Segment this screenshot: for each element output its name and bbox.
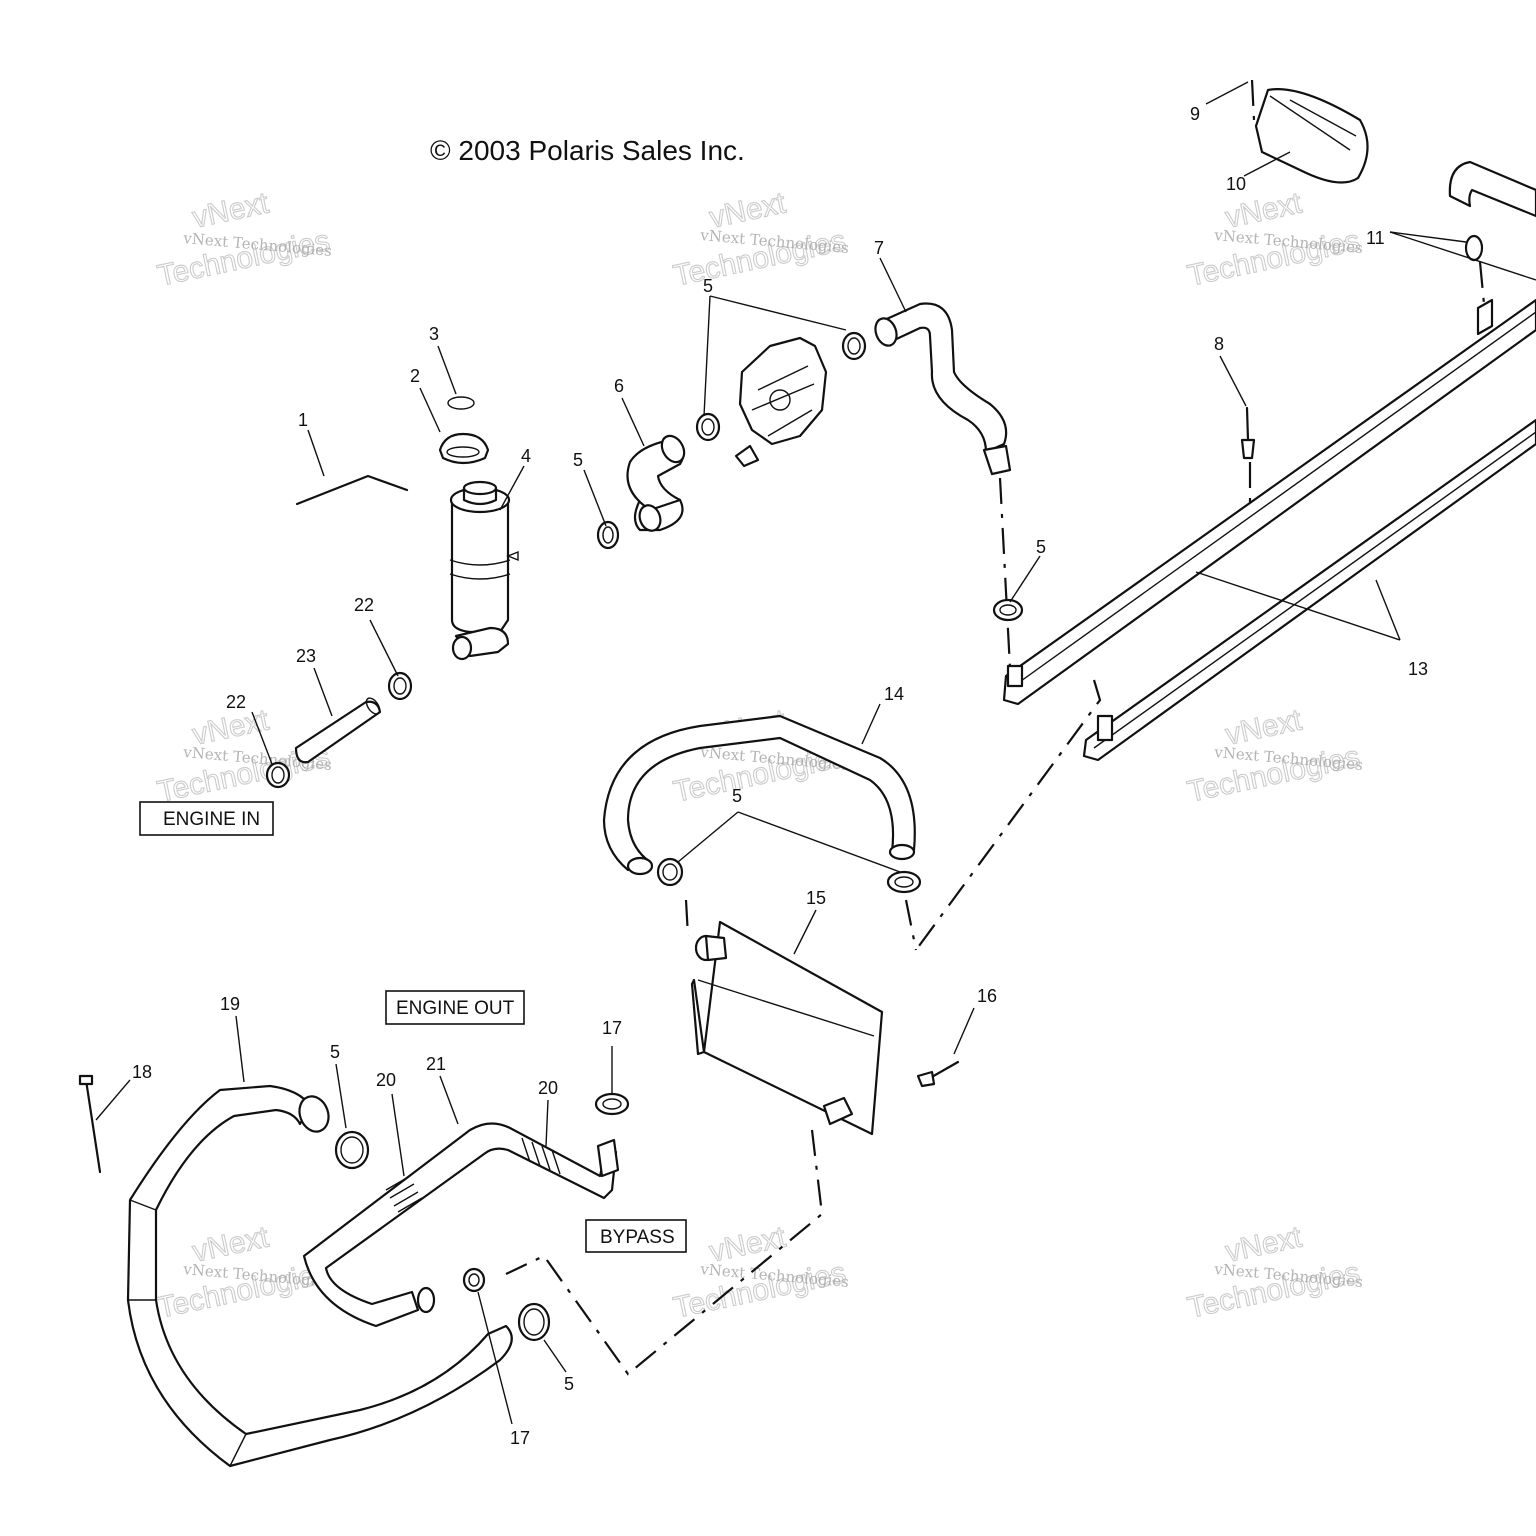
callout-7: 7 bbox=[874, 238, 884, 258]
bypass-box: BYPASS bbox=[585, 1219, 687, 1253]
callout-8: 8 bbox=[1214, 334, 1224, 354]
callout-13: 13 bbox=[1408, 659, 1428, 679]
top-right-hose-part bbox=[1448, 160, 1536, 305]
hose-clamp-part bbox=[695, 412, 721, 442]
hose-clamp-part bbox=[656, 857, 684, 887]
arch-hose-part bbox=[602, 714, 916, 876]
pump-outlet-hose-part bbox=[874, 302, 1012, 476]
callout-14: 14 bbox=[884, 684, 904, 704]
screw-part bbox=[916, 1060, 960, 1088]
flow-path-line bbox=[915, 679, 1102, 951]
hose-clamp-part bbox=[886, 870, 922, 894]
engine-in-box: ENGINE IN bbox=[139, 801, 274, 836]
callout-5: 5 bbox=[564, 1374, 574, 1394]
svg-text:ENGINE IN: ENGINE IN bbox=[163, 809, 260, 830]
callout-21: 21 bbox=[426, 1054, 446, 1074]
heat-exchanger-rail-part bbox=[1082, 418, 1536, 762]
callout-5: 5 bbox=[732, 786, 742, 806]
hose-clamp-part bbox=[334, 1130, 370, 1170]
watermark: vNext vNext Technologies Technologies bbox=[154, 1220, 333, 1325]
watermark: vNext vNext Technologies Technologies bbox=[1184, 1220, 1364, 1325]
callout-1: 1 bbox=[298, 410, 308, 430]
cover-part bbox=[1254, 88, 1369, 184]
o-ring-part bbox=[447, 396, 475, 410]
hose-clamp-part bbox=[265, 761, 291, 789]
flow-path-line bbox=[998, 477, 1012, 669]
callout-6: 6 bbox=[614, 376, 624, 396]
callout-16: 16 bbox=[977, 986, 997, 1006]
pump-housing-part bbox=[734, 336, 828, 468]
bent-rod-part bbox=[295, 474, 409, 506]
callout-15: 15 bbox=[806, 888, 826, 908]
callout-5: 5 bbox=[573, 450, 583, 470]
callout-20: 20 bbox=[376, 1070, 396, 1090]
watermark: vNext vNext Technologies Technologies bbox=[670, 186, 850, 293]
hose-clamp-part bbox=[992, 598, 1024, 622]
straight-hose-part bbox=[294, 697, 382, 764]
callout-5: 5 bbox=[330, 1042, 340, 1062]
hose-clamp-part bbox=[517, 1302, 551, 1342]
heat-exchanger-rail-part bbox=[1002, 298, 1536, 706]
callout-17: 17 bbox=[510, 1428, 530, 1448]
reservoir-cap-part bbox=[438, 432, 490, 465]
callout-3: 3 bbox=[429, 324, 439, 344]
callout-22: 22 bbox=[226, 692, 246, 712]
s-hose-part bbox=[626, 434, 686, 532]
callout-11: 11 bbox=[1366, 228, 1385, 248]
flow-path-line bbox=[684, 899, 690, 937]
svg-text:vNext: vNext bbox=[190, 186, 273, 234]
callout-23: 23 bbox=[296, 646, 316, 666]
bypass-hose-part bbox=[302, 1122, 620, 1328]
copyright-text: © 2003 Polaris Sales Inc. bbox=[430, 135, 745, 166]
watermark: vNext vNext Technologies Technologies bbox=[1184, 186, 1364, 293]
callout-20: 20 bbox=[538, 1078, 558, 1098]
callout-22: 22 bbox=[354, 595, 374, 615]
hose-clamp-part bbox=[462, 1267, 486, 1293]
leader-lines bbox=[95, 81, 1536, 1425]
callout-19: 19 bbox=[220, 994, 240, 1014]
callout-5: 5 bbox=[1036, 537, 1046, 557]
reservoir-bottle-part bbox=[449, 480, 519, 661]
callout-numbers: 1 2 3 4 5 5 5 5 5 5 6 7 8 9 10 11 13 14 … bbox=[132, 104, 1428, 1448]
callout-4: 4 bbox=[521, 446, 531, 466]
engine-out-box: ENGINE OUT bbox=[385, 990, 525, 1025]
svg-text:ENGINE OUT: ENGINE OUT bbox=[396, 998, 515, 1019]
hose-clamp-part bbox=[596, 520, 620, 550]
cooler-plate-part bbox=[690, 920, 884, 1136]
callout-9: 9 bbox=[1190, 104, 1200, 124]
callout-10: 10 bbox=[1226, 174, 1246, 194]
hose-clamp-part bbox=[841, 331, 867, 361]
watermark: vNext vNext Technologies Technologies bbox=[1184, 703, 1364, 809]
bolt-part bbox=[1240, 406, 1256, 520]
callout-5: 5 bbox=[703, 276, 713, 296]
svg-text:BYPASS: BYPASS bbox=[600, 1227, 675, 1248]
callout-2: 2 bbox=[410, 366, 420, 386]
fastener-line bbox=[1250, 79, 1256, 121]
watermark: vNext vNext Technologies Technologies bbox=[670, 1220, 850, 1325]
watermark: vNext vNext Technologies Technologies bbox=[154, 186, 333, 293]
callout-18: 18 bbox=[132, 1062, 152, 1082]
large-loop-hose-part bbox=[126, 1084, 513, 1468]
hose-clamp-part bbox=[387, 671, 413, 701]
flow-path-line bbox=[505, 1129, 824, 1376]
hose-clamp-part bbox=[594, 1092, 630, 1116]
rod-part bbox=[78, 1074, 102, 1174]
callout-17: 17 bbox=[602, 1018, 622, 1038]
flow-path-line bbox=[904, 899, 918, 951]
